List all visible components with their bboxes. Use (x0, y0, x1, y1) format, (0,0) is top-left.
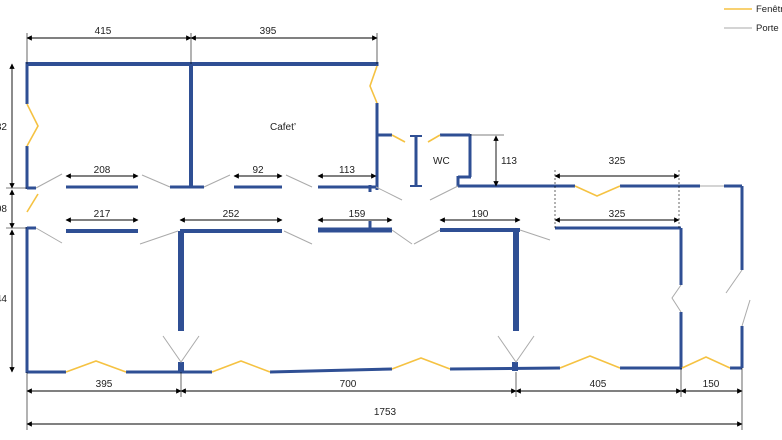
dim-right-upper: 325 (609, 156, 626, 167)
door-10 (391, 229, 413, 245)
door-18 (497, 335, 535, 363)
dim-corridor-lower-4: 190 (472, 209, 489, 220)
dim-right-lower: 325 (609, 209, 626, 220)
dim-corridor-lower-2: 252 (223, 209, 240, 220)
dim-corridor-upper-3: 113 (339, 165, 355, 176)
dim-top-right: 395 (260, 26, 277, 37)
wall-bottom-3 (269, 367, 393, 374)
window-left-middle (26, 193, 39, 213)
door-11 (413, 229, 441, 245)
dim-corridor-upper-1: 208 (94, 165, 111, 176)
dim-corridor-upper-2: 92 (252, 165, 264, 176)
door-1 (35, 173, 63, 189)
window-cafet-right (369, 65, 378, 104)
dim-total: 1753 (374, 407, 397, 418)
dim-left-middle: 108 (0, 204, 7, 215)
door-3 (203, 174, 231, 188)
legend: Fenêtre Porte (724, 4, 782, 34)
window-bottom-4 (559, 355, 621, 369)
dimension-labels: 415 395 132 108 444 208 92 113 113 325 2… (0, 26, 720, 418)
window-left-upper (26, 103, 39, 147)
door-15 (725, 269, 743, 294)
dim-left-lower: 444 (0, 294, 7, 305)
column-1 (178, 362, 184, 372)
door-4 (285, 174, 313, 188)
walls (25, 62, 744, 374)
dim-bottom-1: 395 (96, 379, 113, 390)
dim-bottom-4: 150 (703, 379, 720, 390)
doors (35, 173, 751, 363)
windows (26, 65, 731, 373)
dim-corridor-lower-1: 217 (94, 209, 111, 220)
door-8 (139, 230, 179, 245)
dim-bottom-3: 405 (590, 379, 607, 390)
legend-door-label: Porte (756, 23, 779, 34)
door-9 (283, 230, 313, 245)
legend-window-label: Fenêtre (756, 4, 782, 15)
dim-corridor-lower-3: 159 (349, 209, 366, 220)
room-label-cafet: Cafet’ (270, 122, 296, 133)
wall-bottom-4 (449, 366, 561, 371)
dim-wc-height: 113 (501, 156, 517, 167)
dim-bottom-2: 700 (340, 379, 357, 390)
column-2 (512, 362, 518, 371)
dim-top-left: 415 (95, 26, 112, 37)
door-17 (162, 335, 200, 363)
dim-left-upper: 132 (0, 122, 7, 133)
door-13 (671, 284, 682, 313)
door-12 (519, 229, 551, 241)
window-bottom-5 (681, 356, 731, 369)
window-wc-2 (427, 134, 441, 143)
window-bottom-2 (211, 360, 271, 373)
room-label-wc: WC (433, 156, 450, 167)
door-6 (429, 185, 459, 201)
window-wc-1 (391, 134, 406, 143)
door-16 (741, 299, 751, 327)
door-2 (141, 174, 171, 188)
door-7 (35, 227, 63, 244)
door-5 (375, 186, 403, 201)
window-bottom-1 (65, 360, 127, 373)
window-corr-right (574, 185, 621, 197)
dimension-lines (6, 33, 743, 430)
window-bottom-3 (391, 357, 451, 370)
